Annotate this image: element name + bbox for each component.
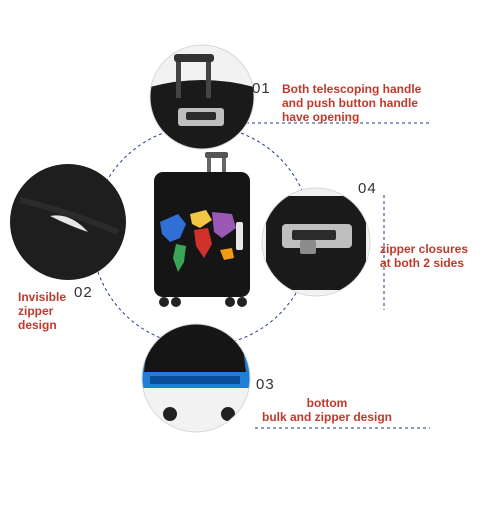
caption-01-line-1: Both telescoping handle <box>282 82 422 96</box>
center-luggage <box>154 152 250 307</box>
caption-02-line-3: design <box>18 318 57 332</box>
detail-circle-01 <box>149 44 255 150</box>
caption-02-line-2: zipper <box>18 304 54 318</box>
caption-04-line-1: zipper closures <box>380 242 469 256</box>
detail-circle-04 <box>261 187 371 297</box>
caption-03-line-1: bottom <box>306 396 348 410</box>
caption-03-line-2: bulk and zipper design <box>262 410 393 424</box>
caption-01-line-2: and push button handle <box>282 96 418 110</box>
caption-02: Invisible zipper design <box>18 290 66 332</box>
caption-03: bottom bulk and zipper design <box>262 396 392 424</box>
caption-02-line-1: Invisible <box>18 290 67 304</box>
caption-04: zipper closures at both 2 sides <box>380 242 468 270</box>
world-map <box>160 210 236 272</box>
feature-number-04: 04 <box>358 180 377 197</box>
feature-number-02: 02 <box>74 284 93 301</box>
caption-01-line-3: have opening <box>282 110 360 124</box>
caption-01: Both telescoping handle and push button … <box>282 82 421 124</box>
caption-04-line-2: at both 2 sides <box>380 256 465 270</box>
detail-circle-03 <box>141 323 251 433</box>
detail-circle-02 <box>10 164 126 280</box>
feature-number-03: 03 <box>256 376 275 393</box>
feature-number-01: 01 <box>252 80 271 97</box>
